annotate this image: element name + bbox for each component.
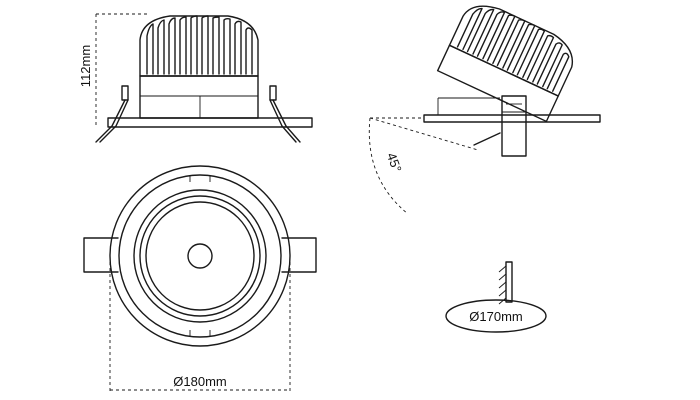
cutout-detail: Ø170mm <box>445 261 547 333</box>
right-tab <box>281 237 317 273</box>
tilt-angle-label: 45° <box>384 151 405 175</box>
side-heatsink <box>139 15 259 77</box>
side-view: 112mm <box>78 13 313 143</box>
left-tab <box>83 237 119 273</box>
front-view: Ø180mm <box>83 165 317 392</box>
ring-notches <box>189 176 211 336</box>
angle-arc <box>368 117 409 215</box>
height-label: 112mm <box>78 45 93 87</box>
inner-trim-ring <box>118 174 282 338</box>
tilted-heatsink-fins <box>456 7 570 92</box>
ceiling-section <box>505 261 513 303</box>
left-spring-clip <box>95 99 129 143</box>
reflector-outer <box>133 189 267 323</box>
outer-trim-ring <box>109 165 291 347</box>
cutout-diameter-label: Ø170mm <box>469 309 522 324</box>
right-spring-clip <box>269 99 301 143</box>
led-lens <box>187 243 213 269</box>
right-clip-block <box>269 85 277 101</box>
tilted-clip-housing <box>501 95 527 157</box>
tilted-view: 45° <box>368 5 601 215</box>
outer-diameter-label: Ø180mm <box>173 374 226 389</box>
side-body <box>139 75 259 119</box>
cutout-ellipse <box>445 299 547 333</box>
tilted-edge <box>473 132 501 146</box>
reflector-inner <box>145 201 255 311</box>
left-clip-block <box>121 85 129 101</box>
tilted-body-group <box>436 5 574 123</box>
tilted-flange <box>423 114 601 123</box>
angle-tilt-line <box>369 117 479 151</box>
reflector-mid <box>139 195 261 317</box>
side-heatsink-fins <box>146 15 253 75</box>
tilted-heatsink <box>448 5 574 97</box>
hatching <box>498 265 507 305</box>
tilted-lower-body <box>436 44 559 123</box>
